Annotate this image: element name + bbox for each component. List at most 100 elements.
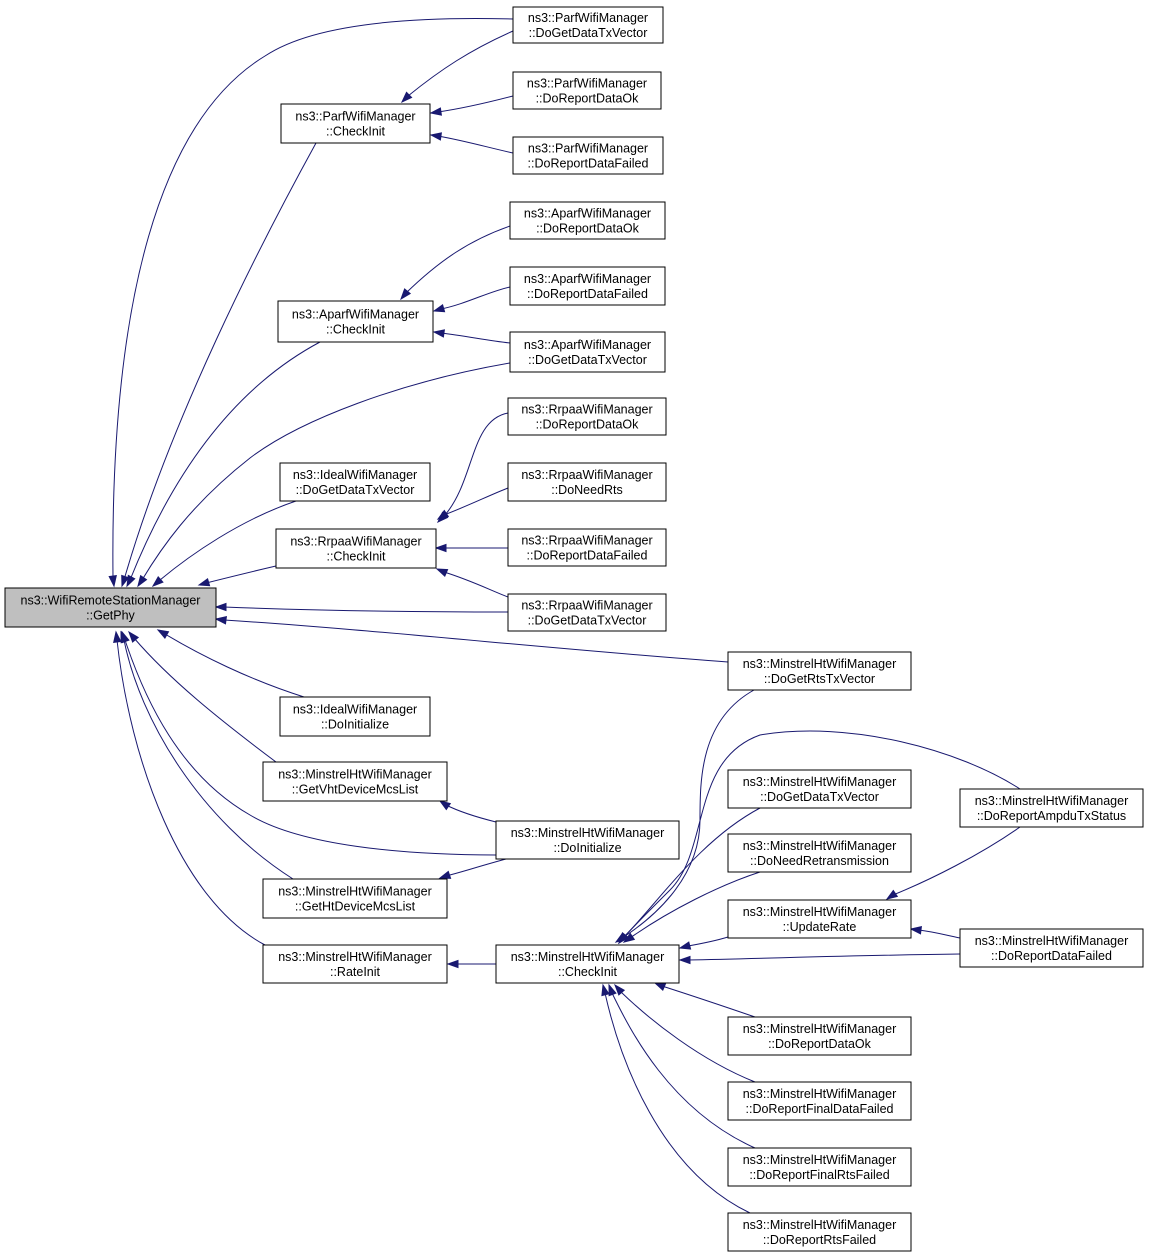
node-label-line1: ns3::ParfWifiManager <box>527 77 647 91</box>
edge-line <box>443 487 509 516</box>
node-getphy[interactable]: ns3::WifiRemoteStationManager::GetPhy <box>4 587 217 628</box>
node-label-line1: ns3::ParfWifiManager <box>528 11 648 25</box>
arrowhead-icon <box>438 800 452 811</box>
node-box <box>727 1212 912 1252</box>
node-aparf-rdf[interactable]: ns3::AparfWifiManager::DoReportDataFaile… <box>509 266 666 306</box>
node-aparf-gdtv[interactable]: ns3::AparfWifiManager::DoGetDataTxVector <box>509 331 666 373</box>
node-parf-gdtv[interactable]: ns3::ParfWifiManager::DoGetDataTxVector <box>512 6 664 44</box>
node-label-line2: ::DoReportDataOk <box>536 418 640 432</box>
edge-aparf_gdtv-to-aparf_ci <box>432 329 511 344</box>
edge-rrpaa_rdf-to-rrpaa_ci <box>434 543 508 553</box>
node-box <box>959 788 1144 828</box>
node-label-line1: ns3::RrpaaWifiManager <box>521 599 652 613</box>
node-mht-rfdf[interactable]: ns3::MinstrelHtWifiManager::DoReportFina… <box>727 1081 912 1121</box>
edge-parf_gdtv-to-getphy <box>108 17 514 588</box>
node-ideal-init[interactable]: ns3::IdealWifiManager::DoInitialize <box>279 696 431 737</box>
arrowhead-icon <box>137 574 148 588</box>
node-aparf-rdok[interactable]: ns3::AparfWifiManager::DoReportDataOk <box>509 201 666 240</box>
node-label-line2: ::GetVhtDeviceMcsList <box>292 783 419 797</box>
node-mht-ampdu[interactable]: ns3::MinstrelHtWifiManager::DoReportAmpd… <box>959 788 1144 828</box>
node-label-line2: ::RateInit <box>330 965 381 979</box>
node-box <box>727 1081 912 1121</box>
node-label-line1: ns3::MinstrelHtWifiManager <box>743 775 897 789</box>
node-label-line1: ns3::MinstrelHtWifiManager <box>743 1087 897 1101</box>
node-label-line1: ns3::MinstrelHtWifiManager <box>511 950 665 964</box>
node-mht-rfrf[interactable]: ns3::MinstrelHtWifiManager::DoReportFina… <box>727 1147 912 1187</box>
edge-rrpaa_ci-to-getphy <box>197 565 277 587</box>
node-label-line1: ns3::IdealWifiManager <box>293 468 417 482</box>
arrowhead-icon <box>400 288 412 301</box>
nodes-layer: ns3::WifiRemoteStationManager::GetPhyns3… <box>4 6 1144 1252</box>
edge-line <box>437 135 514 154</box>
arrowhead-icon <box>121 574 130 588</box>
node-label-line2: ::DoGetRtsTxVector <box>764 672 875 686</box>
node-box <box>262 944 448 984</box>
edge-line <box>141 362 511 581</box>
node-mht-init[interactable]: ns3::MinstrelHtWifiManager::DoInitialize <box>495 820 680 860</box>
edge-mht_ampdu-to-mht_update <box>885 826 1021 900</box>
edge-mht_nretx-to-mht_ci <box>622 871 761 943</box>
node-mht-ht[interactable]: ns3::MinstrelHtWifiManager::GetHtDeviceM… <box>262 878 448 919</box>
node-box <box>4 587 217 628</box>
node-rrpaa-rdok[interactable]: ns3::RrpaaWifiManager::DoReportDataOk <box>507 397 667 436</box>
node-label-line1: ns3::AparfWifiManager <box>292 308 419 322</box>
node-parf-rdf[interactable]: ns3::ParfWifiManager::DoReportDataFailed <box>512 136 664 175</box>
node-rrpaa-nrts[interactable]: ns3::RrpaaWifiManager::DoNeedRts <box>507 462 667 502</box>
arrowhead-icon <box>429 107 442 116</box>
node-box <box>279 462 431 502</box>
node-mht-rateinit[interactable]: ns3::MinstrelHtWifiManager::RateInit <box>262 944 448 984</box>
node-aparf-ci[interactable]: ns3::AparfWifiManager::CheckInit <box>277 300 434 343</box>
edge-line <box>124 639 497 856</box>
arrowhead-icon <box>434 543 447 553</box>
node-mht-grts[interactable]: ns3::MinstrelHtWifiManager::DoGetRtsTxVe… <box>727 651 912 691</box>
edge-mht_rrf-to-mht_ci <box>601 983 751 1214</box>
node-mht-rdok[interactable]: ns3::MinstrelHtWifiManager::DoReportData… <box>727 1016 912 1056</box>
arrowhead-icon <box>156 629 170 639</box>
node-label-line2: ::DoNeedRts <box>551 483 623 497</box>
edge-line <box>611 992 756 1149</box>
node-mht-update[interactable]: ns3::MinstrelHtWifiManager::UpdateRate <box>727 899 912 939</box>
node-mht-ci[interactable]: ns3::MinstrelHtWifiManager::CheckInit <box>495 944 680 984</box>
edge-line <box>123 142 317 581</box>
edge-mht_ci-to-mht_rateinit <box>446 959 496 969</box>
edge-mht_rdok-to-mht_ci <box>653 982 756 1018</box>
node-label-line2: ::DoInitialize <box>321 718 389 732</box>
edge-mht_rfrf-to-mht_ci <box>608 983 756 1149</box>
edge-line <box>629 871 761 939</box>
edge-line <box>159 500 297 581</box>
edge-line <box>223 606 509 613</box>
node-mht-nretx[interactable]: ns3::MinstrelHtWifiManager::DoNeedRetran… <box>727 833 912 873</box>
edge-mht_ht-to-getphy <box>120 630 294 880</box>
node-label-line2: ::DoNeedRetransmission <box>750 854 889 868</box>
node-box <box>279 696 431 737</box>
node-box <box>507 462 667 502</box>
node-parf-rdok[interactable]: ns3::ParfWifiManager::DoReportDataOk <box>512 71 662 110</box>
node-box <box>727 1016 912 1056</box>
arrowhead-icon <box>885 889 899 900</box>
node-box <box>262 761 448 802</box>
node-parf-ci[interactable]: ns3::ParfWifiManager::CheckInit <box>280 103 431 144</box>
edge-mht_gdtv-to-mht_ci <box>618 807 761 945</box>
node-label-line1: ns3::AparfWifiManager <box>524 207 651 221</box>
node-ideal-gdtv[interactable]: ns3::IdealWifiManager::DoGetDataTxVector <box>279 462 431 502</box>
node-rrpaa-gdtv[interactable]: ns3::RrpaaWifiManager::DoGetDataTxVector <box>507 593 667 632</box>
node-label-line2: ::DoReportDataFailed <box>991 949 1112 963</box>
node-label-line2: ::DoGetDataTxVector <box>529 26 648 40</box>
node-box <box>495 820 680 860</box>
node-mht-rrf[interactable]: ns3::MinstrelHtWifiManager::DoReportRtsF… <box>727 1212 912 1252</box>
node-box <box>512 136 664 175</box>
edge-line <box>445 858 507 877</box>
node-label-line1: ns3::MinstrelHtWifiManager <box>278 885 432 899</box>
node-rrpaa-rdf[interactable]: ns3::RrpaaWifiManager::DoReportDataFaile… <box>507 528 667 567</box>
node-mht-gdtv[interactable]: ns3::MinstrelHtWifiManager::DoGetDataTxV… <box>727 769 912 809</box>
node-mht-vht[interactable]: ns3::MinstrelHtWifiManager::GetVhtDevice… <box>262 761 448 802</box>
node-box <box>512 71 662 110</box>
node-label-line1: ns3::MinstrelHtWifiManager <box>975 934 1129 948</box>
edge-mht_rdf-to-mht_ci <box>678 953 961 965</box>
node-rrpaa-ci[interactable]: ns3::RrpaaWifiManager::CheckInit <box>275 528 437 569</box>
edge-ideal_gdtv-to-getphy <box>151 500 297 587</box>
node-mht-rdf[interactable]: ns3::MinstrelHtWifiManager::DoReportData… <box>959 928 1144 968</box>
arrowhead-icon <box>120 630 129 644</box>
arrowhead-icon <box>435 568 449 578</box>
edge-rrpaa_nrts-to-rrpaa_ci <box>436 487 509 520</box>
